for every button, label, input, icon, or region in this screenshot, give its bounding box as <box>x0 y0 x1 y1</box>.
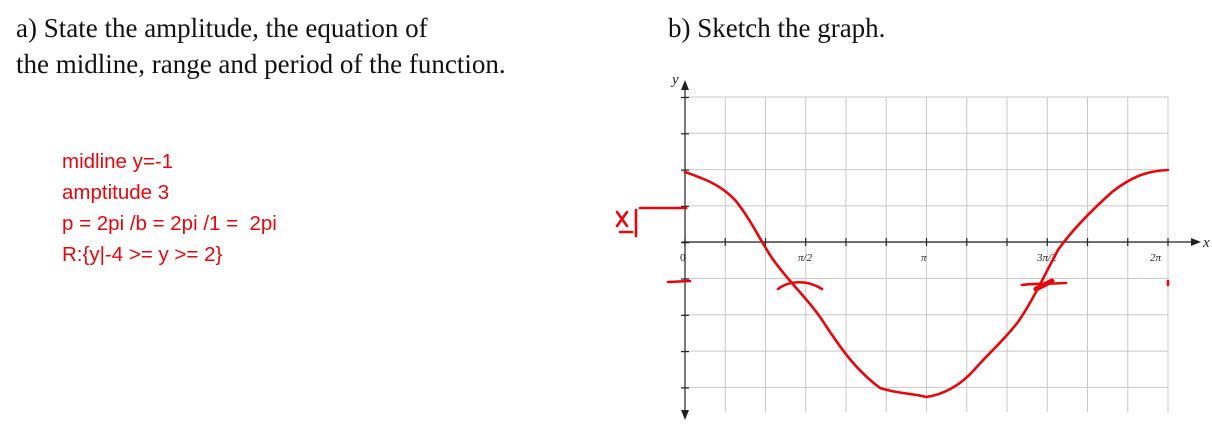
handwritten-answers: midline y=-1 amptitude 3 p = 2pi /b = 2p… <box>62 146 277 270</box>
midline-mark-left <box>776 280 824 291</box>
answer-midline: midline y=-1 <box>62 150 174 173</box>
part-a-line-1: a) State the amplitude, the equation of <box>16 13 428 43</box>
answer-range: R:{y|-4 >= y >= 2} <box>62 243 223 266</box>
sketched-curve <box>683 168 1170 399</box>
part-b-question: b) Sketch the graph. <box>668 13 886 43</box>
tick-label-2pi: 2π <box>1150 252 1162 264</box>
answer-period: p = 2pi /b = 2pi /1 = 2pi <box>62 212 277 235</box>
midline-mark-right-fill <box>1033 278 1055 292</box>
part-a-line-2: the midline, range and period of the fun… <box>16 49 506 79</box>
answer-amplitude: amptitude 3 <box>62 181 170 204</box>
part-a-question: a) State the amplitude, the equation of … <box>16 10 506 82</box>
axes <box>682 88 1193 412</box>
y-axis-arrow-down <box>681 410 689 420</box>
y-axis-label: y <box>670 72 679 88</box>
tick-label-pi: π <box>921 252 927 264</box>
tick-label-0: 0 <box>680 252 686 264</box>
x-axis-label: x <box>1202 235 1210 251</box>
axis-ticks <box>681 96 1169 389</box>
lower-bound-mark <box>666 279 692 284</box>
handwritten-x1-label <box>615 208 638 238</box>
tick-label-pi-over-2: π/2 <box>798 252 813 264</box>
y-axis-arrow-up <box>681 80 689 90</box>
x-axis-arrow <box>1191 238 1201 246</box>
handwritten-sketch <box>615 168 1170 399</box>
